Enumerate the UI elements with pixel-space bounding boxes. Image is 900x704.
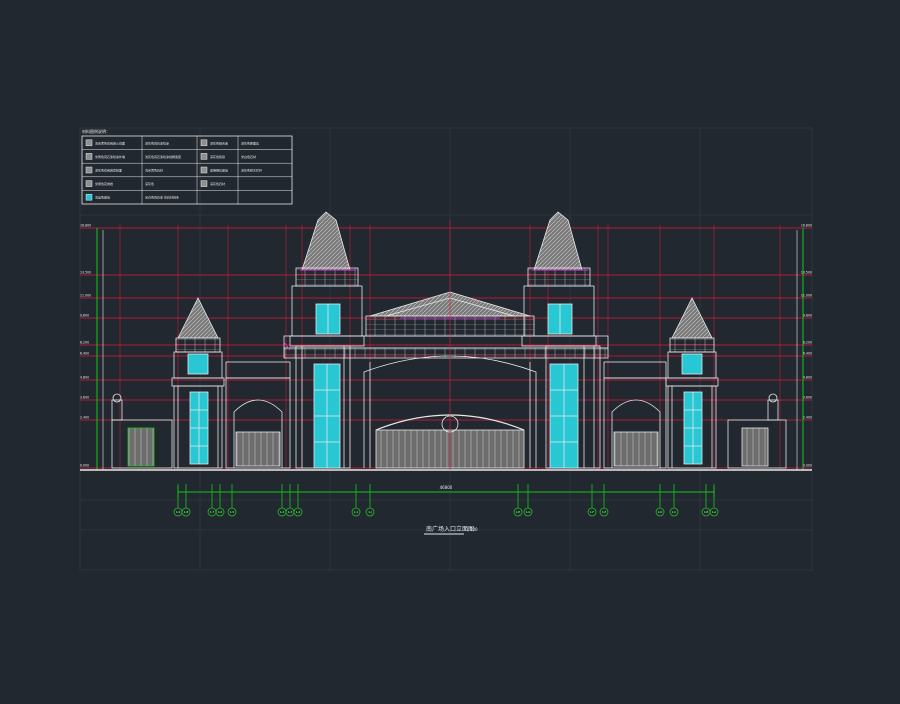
- axis-dimension-chain: 46800: [177, 485, 715, 498]
- legend-swatch: [85, 180, 93, 187]
- axis-bubble: [365, 507, 375, 517]
- axis-bubble-label: 1-G: [526, 510, 531, 514]
- legend-cell: 深灰色屋面瓦: [241, 140, 259, 145]
- annotations: [283, 269, 588, 351]
- legend-swatch: [85, 193, 93, 201]
- elevation-label-right: 2.400: [803, 416, 812, 420]
- elevation-label-right: 3.600: [803, 396, 812, 400]
- axis-bubble-label: 1-8: [184, 510, 189, 514]
- material-legend: 材料图例说明： 浅米黄色花岗岩火烧面 深灰色真石漆喷涂 深灰色铝合金 深灰色屋面瓦米黄…: [81, 128, 293, 205]
- axis-bubble: [513, 507, 523, 517]
- legend-cell: 米黄色真石漆喷涂外墙: [95, 154, 125, 159]
- axis-bubble: [293, 507, 303, 517]
- elevation-label-left: 13.500: [80, 271, 91, 275]
- legend-swatch: [200, 166, 208, 174]
- axis-bubble-label: 1-4: [280, 510, 285, 514]
- axis-bubble-label: 1-5: [230, 510, 235, 514]
- legend-cell: 透明钢化玻璃: [210, 168, 228, 173]
- elevation-label-left: 2.400: [80, 416, 89, 420]
- legend-cell: 浅灰色真石漆喷涂线脚造型: [145, 154, 181, 159]
- legend-swatch: [85, 153, 93, 160]
- legend-cell: 深灰色花岗岩荔枝面: [95, 168, 122, 173]
- axis-bubble-label: 1-6: [218, 510, 223, 514]
- elevation-label-right: 16.800: [801, 224, 812, 228]
- drawing-title: 南广场入口立面图: [426, 525, 474, 533]
- legend-cell: 米白色真石漆 仿石材线条: [145, 195, 179, 200]
- axis-bubble: [587, 507, 597, 517]
- legend-cell: 深灰色铸铁: [210, 154, 225, 159]
- elevation-label-left: 9.800: [80, 314, 89, 318]
- axis-bubble-label: 1-3: [288, 510, 293, 514]
- axis-bubble-label: 1-E: [602, 510, 607, 514]
- legend-cell: 深灰色真石漆喷涂: [145, 140, 169, 145]
- drawing-scale: 1:100: [466, 527, 478, 532]
- elevation-label-right: 4.800: [803, 376, 812, 380]
- elevation-label-right: 9.800: [803, 314, 812, 318]
- legend-cell: 浅米黄色石材: [145, 168, 163, 173]
- elevation-labels: 16.800 16.800 13.500 13.500 11.000 11.000 9.80…: [80, 224, 812, 468]
- elevation-label-right: 0.000: [803, 464, 812, 468]
- axis-bubble: [655, 507, 665, 517]
- elevation-label-right: 6.400: [803, 352, 812, 356]
- elevation-label-left: 3.600: [80, 396, 89, 400]
- axis-bubble-label: 1-A: [712, 510, 717, 514]
- elevation-label-right: 8.200: [803, 341, 812, 345]
- axis-bubble-label: 1-7: [210, 510, 215, 514]
- axis-bubble: [599, 507, 609, 517]
- axis-bubble-label: 1-J: [368, 510, 372, 514]
- axis-bubble-label: 1-C: [672, 510, 677, 514]
- elevation-label-left: 16.800: [80, 224, 91, 228]
- axis-bubble-label: 1-1: [354, 510, 359, 514]
- legend-swatch: [85, 166, 93, 174]
- axis-bubble: [669, 507, 679, 517]
- elevation-label-left: 8.200: [80, 341, 89, 345]
- axis-bubble: [181, 507, 191, 517]
- legend-swatch: [200, 153, 208, 160]
- legend-cell: 浅米黄色花岗岩火烧面: [95, 140, 125, 145]
- axis-bubble: [709, 507, 719, 517]
- elevation-label-left: 11.000: [80, 294, 91, 298]
- elevation-label-right: 11.000: [801, 294, 812, 298]
- axis-bubble: [227, 507, 237, 517]
- elevation-label-left: 4.800: [80, 376, 89, 380]
- legend-cell: 深灰色石材: [210, 181, 225, 186]
- vertical-dimension-chains: [96, 228, 804, 470]
- axis-bubble: [351, 507, 361, 517]
- axis-bubble-label: 1-F: [590, 510, 595, 514]
- entrance-elevation: [80, 211, 812, 471]
- elevation-label-left: 0.000: [80, 464, 89, 468]
- legend-title: 材料图例说明：: [82, 128, 110, 134]
- axis-bubble-label: 1-9: [176, 510, 181, 514]
- legend-swatch: [200, 139, 208, 147]
- elevation-label-right: 13.500: [801, 271, 812, 275]
- legend-cell: 深灰色铁艺栏杆: [241, 168, 262, 173]
- axis-bubble: [215, 507, 225, 517]
- legend-cell: 米白色石材: [241, 154, 256, 159]
- axis-bubble-label: 1-D: [658, 510, 663, 514]
- legend-cell: 深灰色: [145, 181, 154, 186]
- axis-bubble: [523, 507, 533, 517]
- legend-swatch: [85, 139, 93, 147]
- legend-cell: 米黄色花岗岩: [95, 181, 113, 186]
- legend-cell: 深灰色铝合金: [210, 140, 228, 145]
- axis-bubble-label: 1-H: [516, 510, 521, 514]
- legend-cell: 浅蓝色玻璃: [95, 195, 110, 200]
- drawing-title-block: 南广场入口立面图 1:100: [424, 525, 478, 535]
- legend-swatch: [200, 180, 208, 187]
- axis-bubble-label: 1-B: [704, 510, 708, 514]
- overall-dimension: 46800: [440, 485, 453, 490]
- axis-bubble-label: 1-2: [296, 510, 301, 514]
- elevation-label-left: 6.400: [80, 352, 89, 356]
